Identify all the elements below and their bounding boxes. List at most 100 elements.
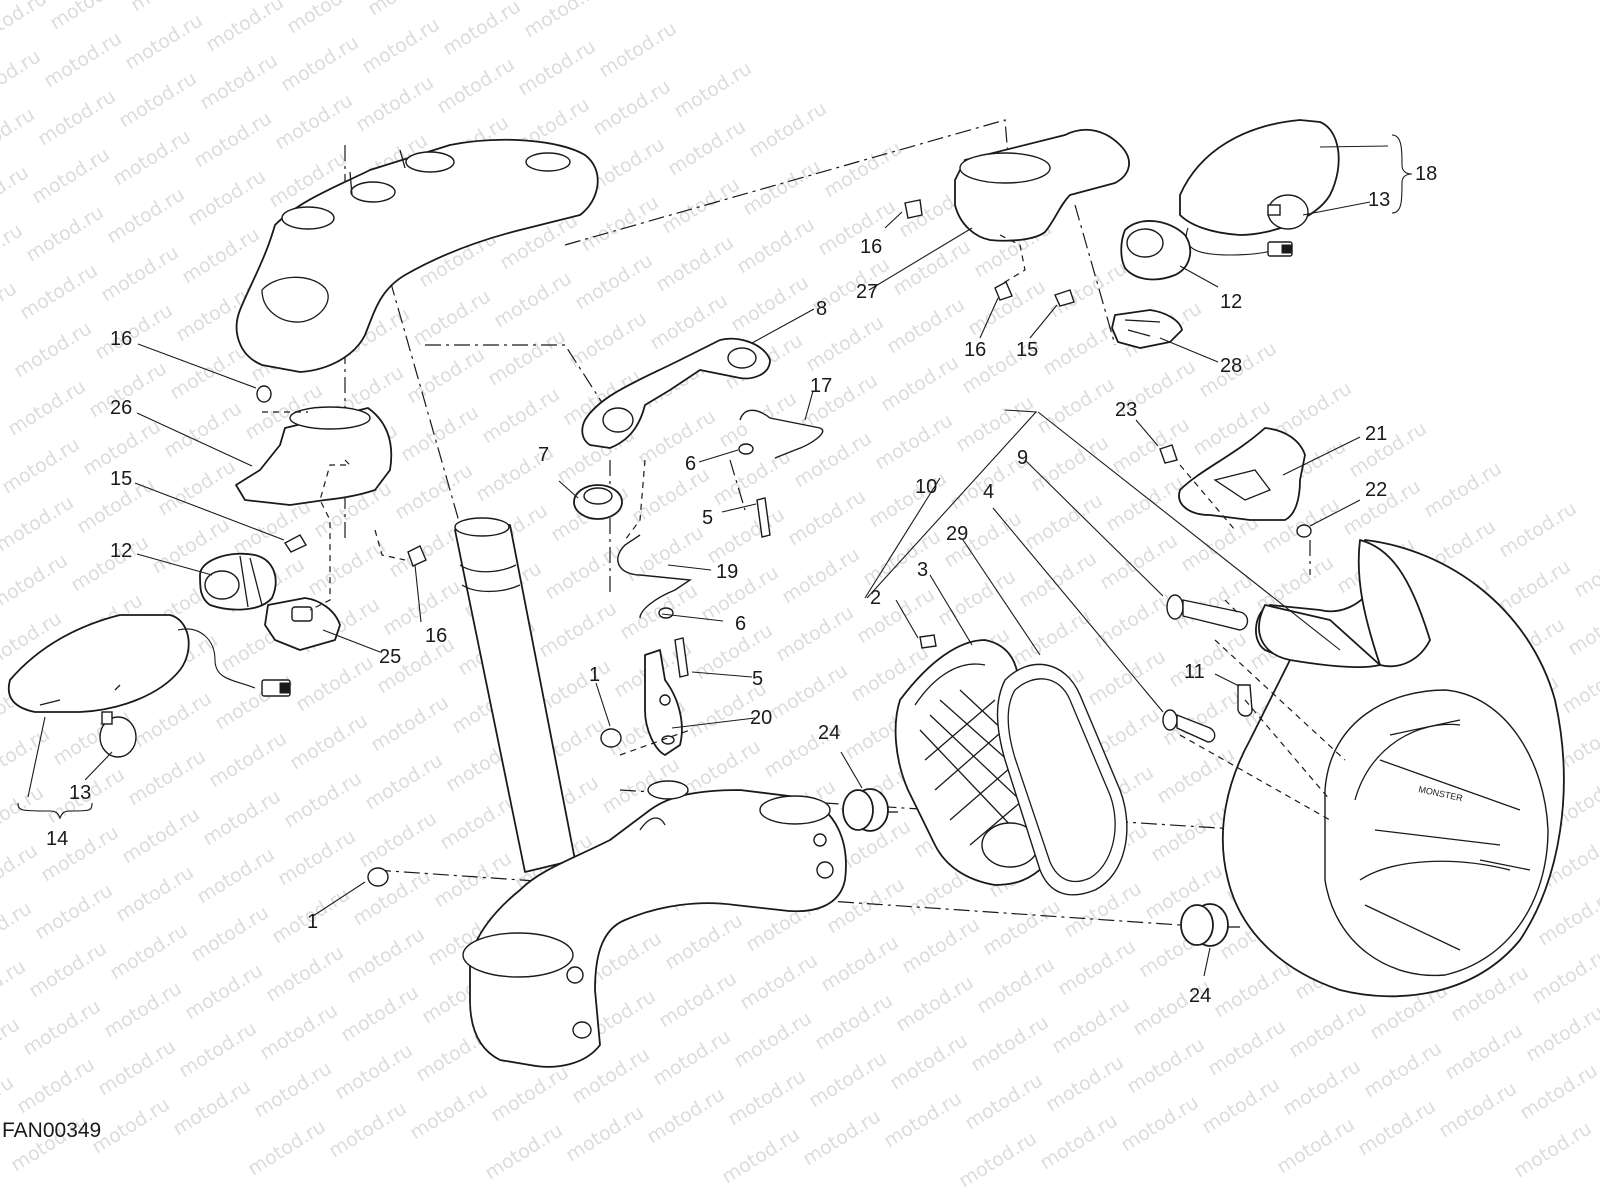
watermark-text: motod.ru xyxy=(1516,1059,1600,1124)
watermark-text: motod.ru xyxy=(205,727,291,792)
left-signal-bracket xyxy=(264,597,341,651)
watermark-text: motod.ru xyxy=(892,971,978,1036)
watermark-text: motod.ru xyxy=(0,781,48,846)
watermark-text: motod.ru xyxy=(1117,1091,1203,1156)
callout-3: 3 xyxy=(917,559,928,581)
callout-24-lower: 24 xyxy=(1189,985,1211,1007)
watermark-text: motod.ru xyxy=(535,597,621,662)
headlight-unit: MONSTER xyxy=(1221,539,1565,998)
watermark-text: motod.ru xyxy=(898,913,984,978)
callout-10: 10 xyxy=(915,476,937,498)
watermark-text: motod.ru xyxy=(1039,315,1125,380)
watermark-text: motod.ru xyxy=(703,503,789,568)
watermark-text: motod.ru xyxy=(733,213,819,278)
watermark-text: motod.ru xyxy=(814,195,900,260)
callout-21: 21 xyxy=(1365,423,1387,445)
watermark-text: motod.ru xyxy=(16,259,102,324)
watermark-text: motod.ru xyxy=(484,325,570,390)
watermark-text: motod.ru xyxy=(112,861,198,926)
callout-5-upper: 5 xyxy=(702,507,713,529)
headlight-bulb-9 xyxy=(1166,594,1249,631)
watermark-text: motod.ru xyxy=(409,285,495,350)
watermark-text: motod.ru xyxy=(1345,417,1431,482)
callout-23: 23 xyxy=(1115,399,1137,421)
watermark-text: motod.ru xyxy=(280,767,366,832)
watermark-text: motod.ru xyxy=(349,865,435,930)
watermark-text: motod.ru xyxy=(718,1123,804,1188)
watermark-text: motod.ru xyxy=(1042,1051,1128,1116)
watermark-text: motod.ru xyxy=(10,317,96,382)
left-signal-grommet xyxy=(199,552,277,611)
left-turn-signal xyxy=(7,614,291,713)
watermark-text: motod.ru xyxy=(961,1069,1047,1134)
watermark-text: motod.ru xyxy=(520,0,606,42)
watermark-text: motod.ru xyxy=(403,343,489,408)
callout-22: 22 xyxy=(1365,479,1387,501)
watermark-text: motod.ru xyxy=(0,103,39,168)
callout-27: 27 xyxy=(856,281,878,303)
watermark-text: motod.ru xyxy=(1435,1077,1521,1142)
watermark-text: motod.ru xyxy=(1354,1095,1440,1160)
watermark-text: motod.ru xyxy=(886,1029,972,1094)
watermark-text: motod.ru xyxy=(0,723,54,788)
watermark-text: motod.ru xyxy=(115,67,201,132)
watermark-text: motod.ru xyxy=(1027,431,1113,496)
watermark-text: motod.ru xyxy=(181,959,267,1024)
spring-clip-17 xyxy=(739,409,824,459)
rubber-mount-upper xyxy=(842,788,898,832)
watermark-text: motod.ru xyxy=(286,709,372,774)
watermark-text: motod.ru xyxy=(478,383,564,448)
watermark-text: motod.ru xyxy=(595,17,681,82)
watermark-text: motod.ru xyxy=(175,1017,261,1082)
watermark-text: motod.ru xyxy=(934,565,1020,630)
watermark-text: motod.ru xyxy=(1570,537,1600,602)
left-signal-bulb xyxy=(99,711,137,758)
watermark-text: motod.ru xyxy=(337,981,423,1046)
watermark-text: motod.ru xyxy=(766,659,852,724)
watermark-text: motod.ru xyxy=(28,143,114,208)
callout-25: 25 xyxy=(379,646,401,668)
watermark-text: motod.ru xyxy=(124,745,210,810)
watermark-text: motod.ru xyxy=(0,161,33,226)
watermark-text: motod.ru xyxy=(184,165,270,230)
watermark-text: motod.ru xyxy=(94,1035,180,1100)
headlight-bracket-plate xyxy=(581,337,771,449)
watermark-text: motod.ru xyxy=(1510,1117,1596,1182)
watermark-text: motod.ru xyxy=(0,491,78,556)
watermark-text: motod.ru xyxy=(661,909,747,974)
watermark-text: motod.ru xyxy=(1558,653,1600,718)
watermark-text: motod.ru xyxy=(979,895,1065,960)
watermark-text: motod.ru xyxy=(1198,1073,1284,1138)
watermark-text: motod.ru xyxy=(244,1115,330,1180)
watermark-text: motod.ru xyxy=(664,115,750,180)
watermark-text: motod.ru xyxy=(199,785,285,850)
watermark-text: motod.ru xyxy=(34,85,120,150)
watermark-text: motod.ru xyxy=(196,49,282,114)
watermark-text: motod.ru xyxy=(739,155,825,220)
grommet-7 xyxy=(573,484,623,520)
callout-6-lower: 6 xyxy=(735,613,746,635)
watermark-text: motod.ru xyxy=(1522,1001,1600,1066)
watermark-text: motod.ru xyxy=(541,539,627,604)
watermark-text: motod.ru xyxy=(973,953,1059,1018)
right-turn-signal xyxy=(1179,119,1340,257)
watermark-text: motod.ru xyxy=(883,293,969,358)
watermark-text: motod.ru xyxy=(154,455,240,520)
watermark-text: motod.ru xyxy=(292,651,378,716)
watermark-text: motod.ru xyxy=(109,125,195,190)
headlight-bulb-4 xyxy=(1162,709,1216,743)
callout-17: 17 xyxy=(810,375,832,397)
watermark-text: motod.ru xyxy=(649,1025,735,1090)
watermark-text: motod.ru xyxy=(0,1013,24,1078)
watermark-text: motod.ru xyxy=(379,575,465,640)
right-signal-bulb xyxy=(1267,194,1309,230)
watermark-text: motod.ru xyxy=(166,339,252,404)
watermark-text: motod.ru xyxy=(127,0,213,16)
watermark-text: motod.ru xyxy=(433,53,519,118)
watermark-text: motod.ru xyxy=(658,173,744,238)
watermark-text: motod.ru xyxy=(1204,1015,1290,1080)
callout-16-right-bottom: 16 xyxy=(964,339,986,361)
watermark-text: motod.ru xyxy=(355,807,441,872)
watermark-text: motod.ru xyxy=(1102,471,1188,536)
watermark-text: motod.ru xyxy=(274,825,360,890)
